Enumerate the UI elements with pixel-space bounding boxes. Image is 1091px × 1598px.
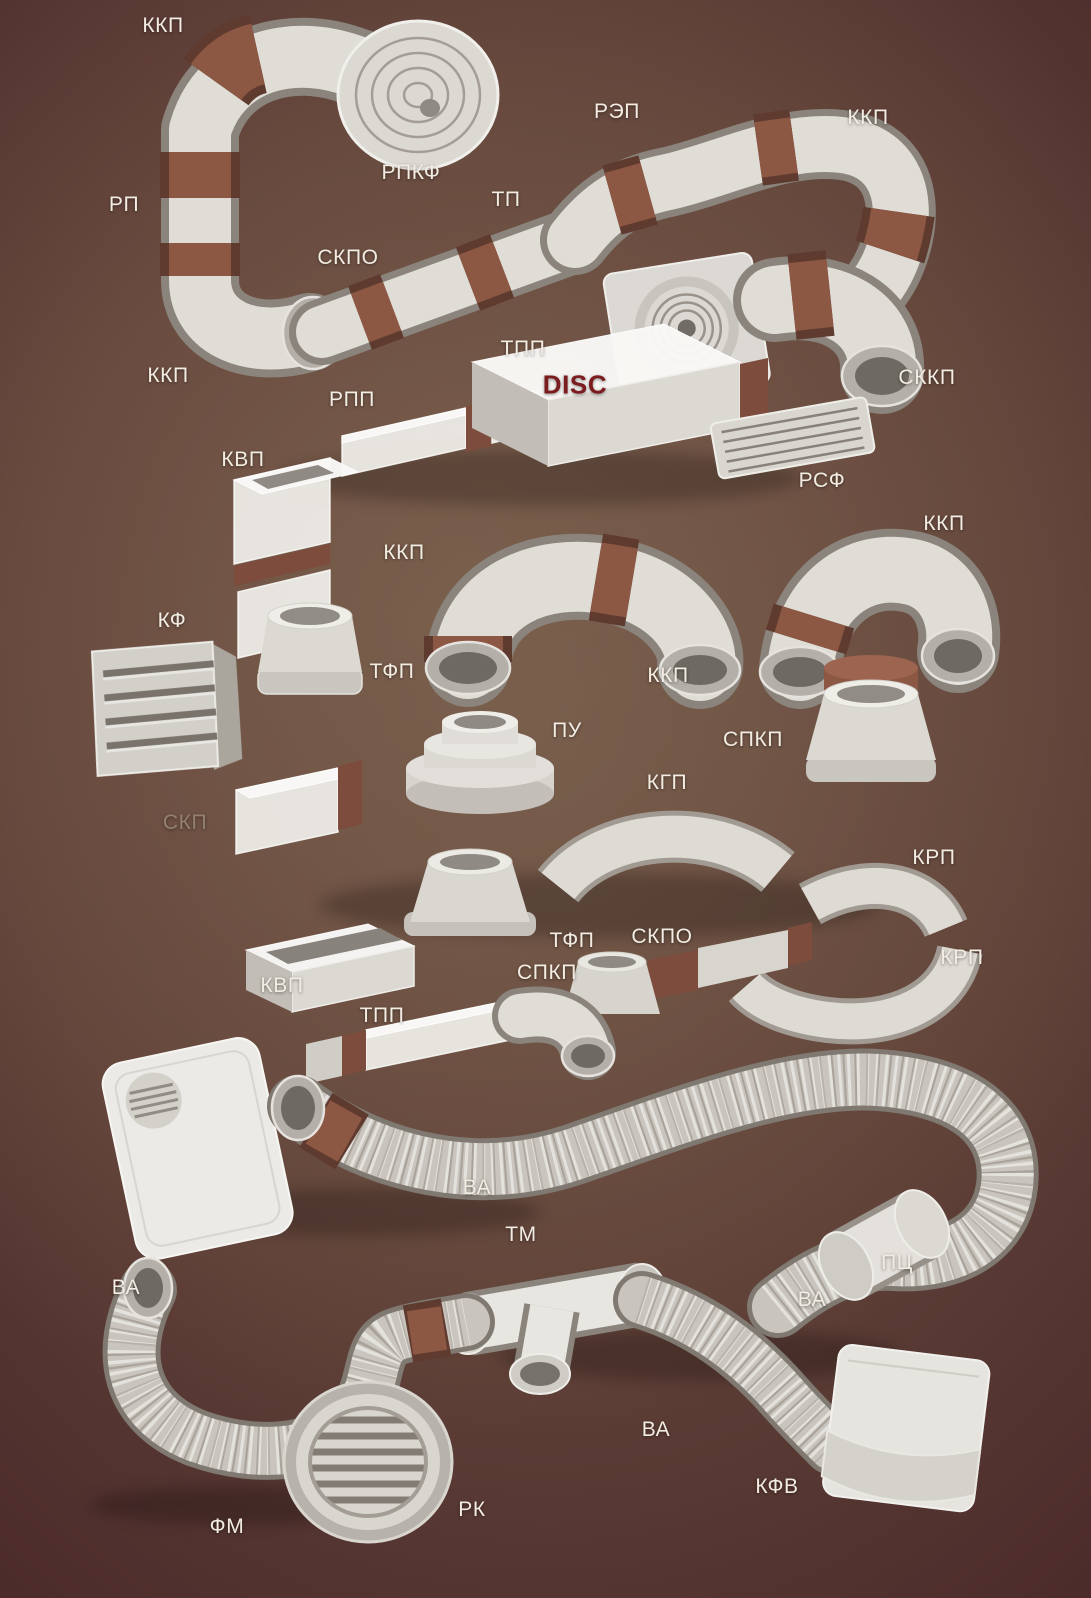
vent-kfv [820, 1344, 991, 1513]
louver-grille-kf [90, 640, 243, 777]
assembly-flat-bottom [244, 810, 983, 1084]
assembly-diagonal-duct [289, 207, 608, 365]
reducer-pu [406, 711, 554, 814]
elbow-skkp [733, 250, 925, 414]
flex-hose-lower-right [613, 1271, 861, 1475]
round-grille-rk [282, 1380, 454, 1544]
connector-pc [817, 1189, 951, 1301]
assembly-top-left-elbows [160, 14, 444, 378]
adapter-spkp-right [806, 655, 936, 782]
wall-fan-unit [101, 1037, 294, 1260]
square-duct-skp [234, 760, 362, 855]
assembly-flat-middle [341, 323, 768, 477]
adapter-tfp-left [257, 602, 363, 695]
vent-grille-rsf [709, 396, 876, 480]
round-grille-rpkf [336, 19, 500, 171]
assembly-center-elbows [424, 528, 1001, 709]
